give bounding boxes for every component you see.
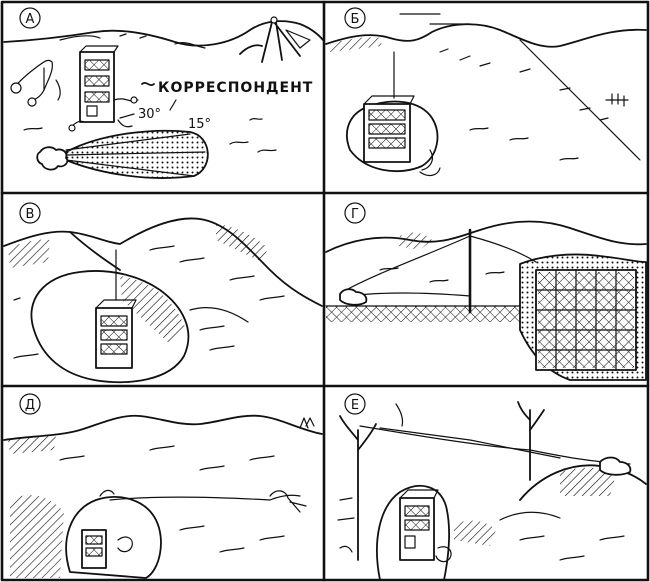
- recording-box-in-bush: [346, 95, 441, 177]
- panel-g: Г: [325, 202, 647, 381]
- tripod-sketch: [239, 16, 311, 63]
- panel-v: В: [3, 202, 323, 384]
- angle-label-15: 15°: [188, 117, 211, 132]
- recording-box-grid: [519, 253, 647, 381]
- panel-b: Б: [325, 7, 647, 177]
- recording-box-in-hollow: [30, 249, 190, 384]
- svg-text:Г: Г: [351, 207, 359, 222]
- svg-text:Д: Д: [25, 398, 35, 413]
- microphone-pickup-cone: [36, 129, 209, 179]
- panel-e: Е: [337, 393, 647, 581]
- panel-letter-b: Б: [344, 7, 366, 29]
- svg-text:В: В: [26, 207, 35, 222]
- panel-letter-g: Г: [344, 202, 366, 224]
- recording-box-in-cave: [10, 495, 162, 579]
- svg-text:А: А: [26, 12, 35, 27]
- panel-letter-e: Е: [344, 393, 366, 415]
- recording-box-in-crevice: [376, 484, 452, 581]
- panel-a: А КОРРЕСПО: [3, 7, 324, 179]
- angle-label-30: 30°: [138, 107, 161, 122]
- cable-sketch: [10, 59, 61, 107]
- recording-box: [79, 45, 119, 123]
- svg-text:Е: Е: [351, 398, 359, 413]
- svg-text:Б: Б: [351, 12, 360, 27]
- panel-letter-v: В: [19, 202, 41, 224]
- tree-left: [339, 403, 404, 561]
- tree-right: [517, 401, 545, 481]
- panel-d: Д: [3, 393, 323, 579]
- panel-letter-d: Д: [19, 393, 41, 415]
- panel-letter-a: А: [19, 7, 41, 29]
- correspondent-label: КОРРЕСПОНДЕНТ: [158, 80, 313, 96]
